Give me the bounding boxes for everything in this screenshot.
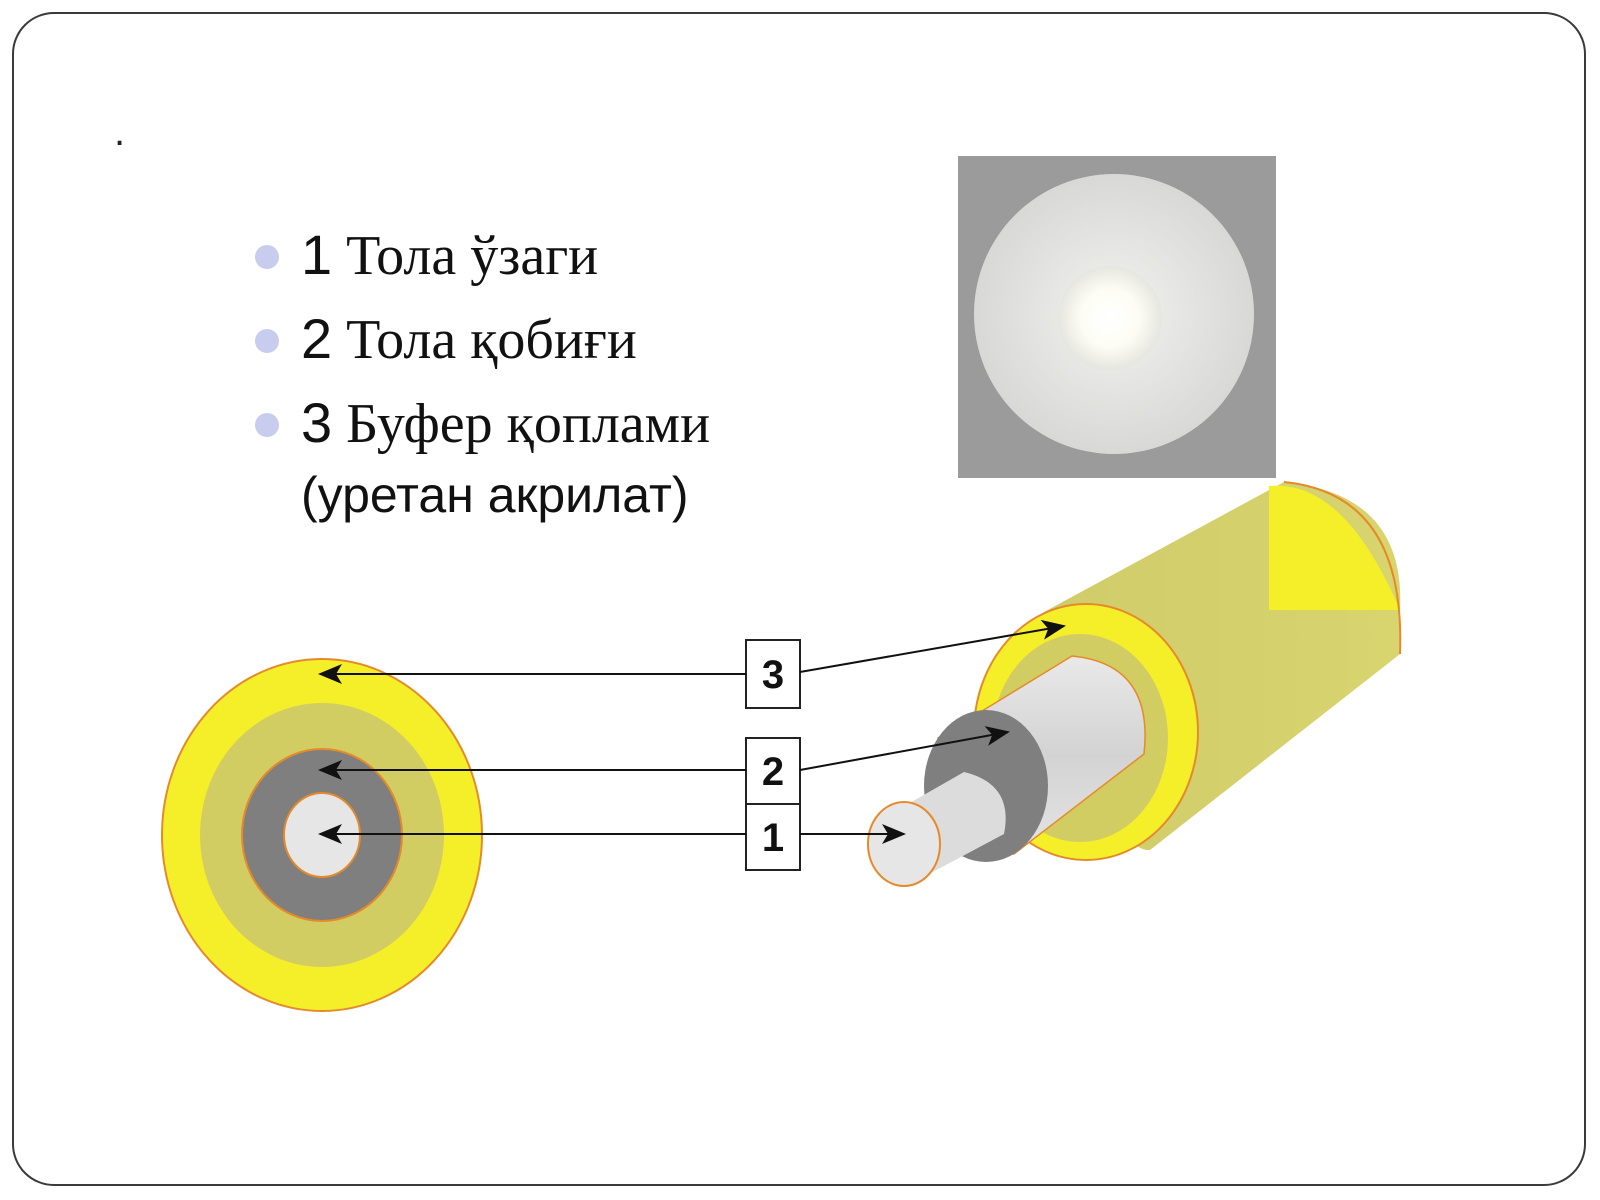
label-3: 3 <box>762 653 784 697</box>
perspective-core-end <box>867 801 941 887</box>
pointer-arrows <box>318 619 1066 844</box>
bullet-dot-icon <box>255 245 279 269</box>
perspective-buffer-edge <box>1283 481 1402 655</box>
legend-number: 2 <box>301 307 333 370</box>
legend-item-cladding: 2 Тола қобиғи <box>249 303 710 387</box>
bullet-dot-icon <box>255 413 279 437</box>
legend-number: 3 <box>301 391 333 454</box>
label-box-2: 2 <box>745 737 801 805</box>
perspective-view <box>867 481 1402 887</box>
legend-item-buffer: 3 Буфер қоплами (уретан акрилат) <box>249 387 711 523</box>
label-2: 2 <box>762 750 784 794</box>
legend-list: 1 Тола ўзаги 2 Тола қобиғи 3 Буфер қопла… <box>249 219 711 523</box>
label-1: 1 <box>762 816 784 860</box>
photo-core-glow <box>1058 266 1162 370</box>
slide-marker: . <box>114 110 126 154</box>
arrow-3-right <box>799 619 1066 673</box>
perspective-buffer-highlight <box>1269 485 1400 610</box>
label-box-1: 1 <box>745 803 801 871</box>
legend-item-core: 1 Тола ўзаги <box>249 219 710 303</box>
arrow-2-right <box>799 726 1010 771</box>
legend-number: 1 <box>301 223 333 286</box>
legend-text-continuation: (уретан акрилат) <box>301 467 689 523</box>
slide: . 1 Тола ўзаги 2 Тола қобиғи 3 Буфер қоп… <box>12 12 1586 1186</box>
legend-text: Буфер қоплами <box>332 393 711 455</box>
fiber-structure-diagram: 3 2 1 <box>161 481 1402 1012</box>
fiber-end-face-photo <box>958 156 1276 478</box>
label-box-3: 3 <box>745 639 801 709</box>
bullet-dot-icon <box>255 329 279 353</box>
legend-text: Тола ўзаги <box>332 225 599 287</box>
legend-text: Тола қобиғи <box>332 309 637 371</box>
